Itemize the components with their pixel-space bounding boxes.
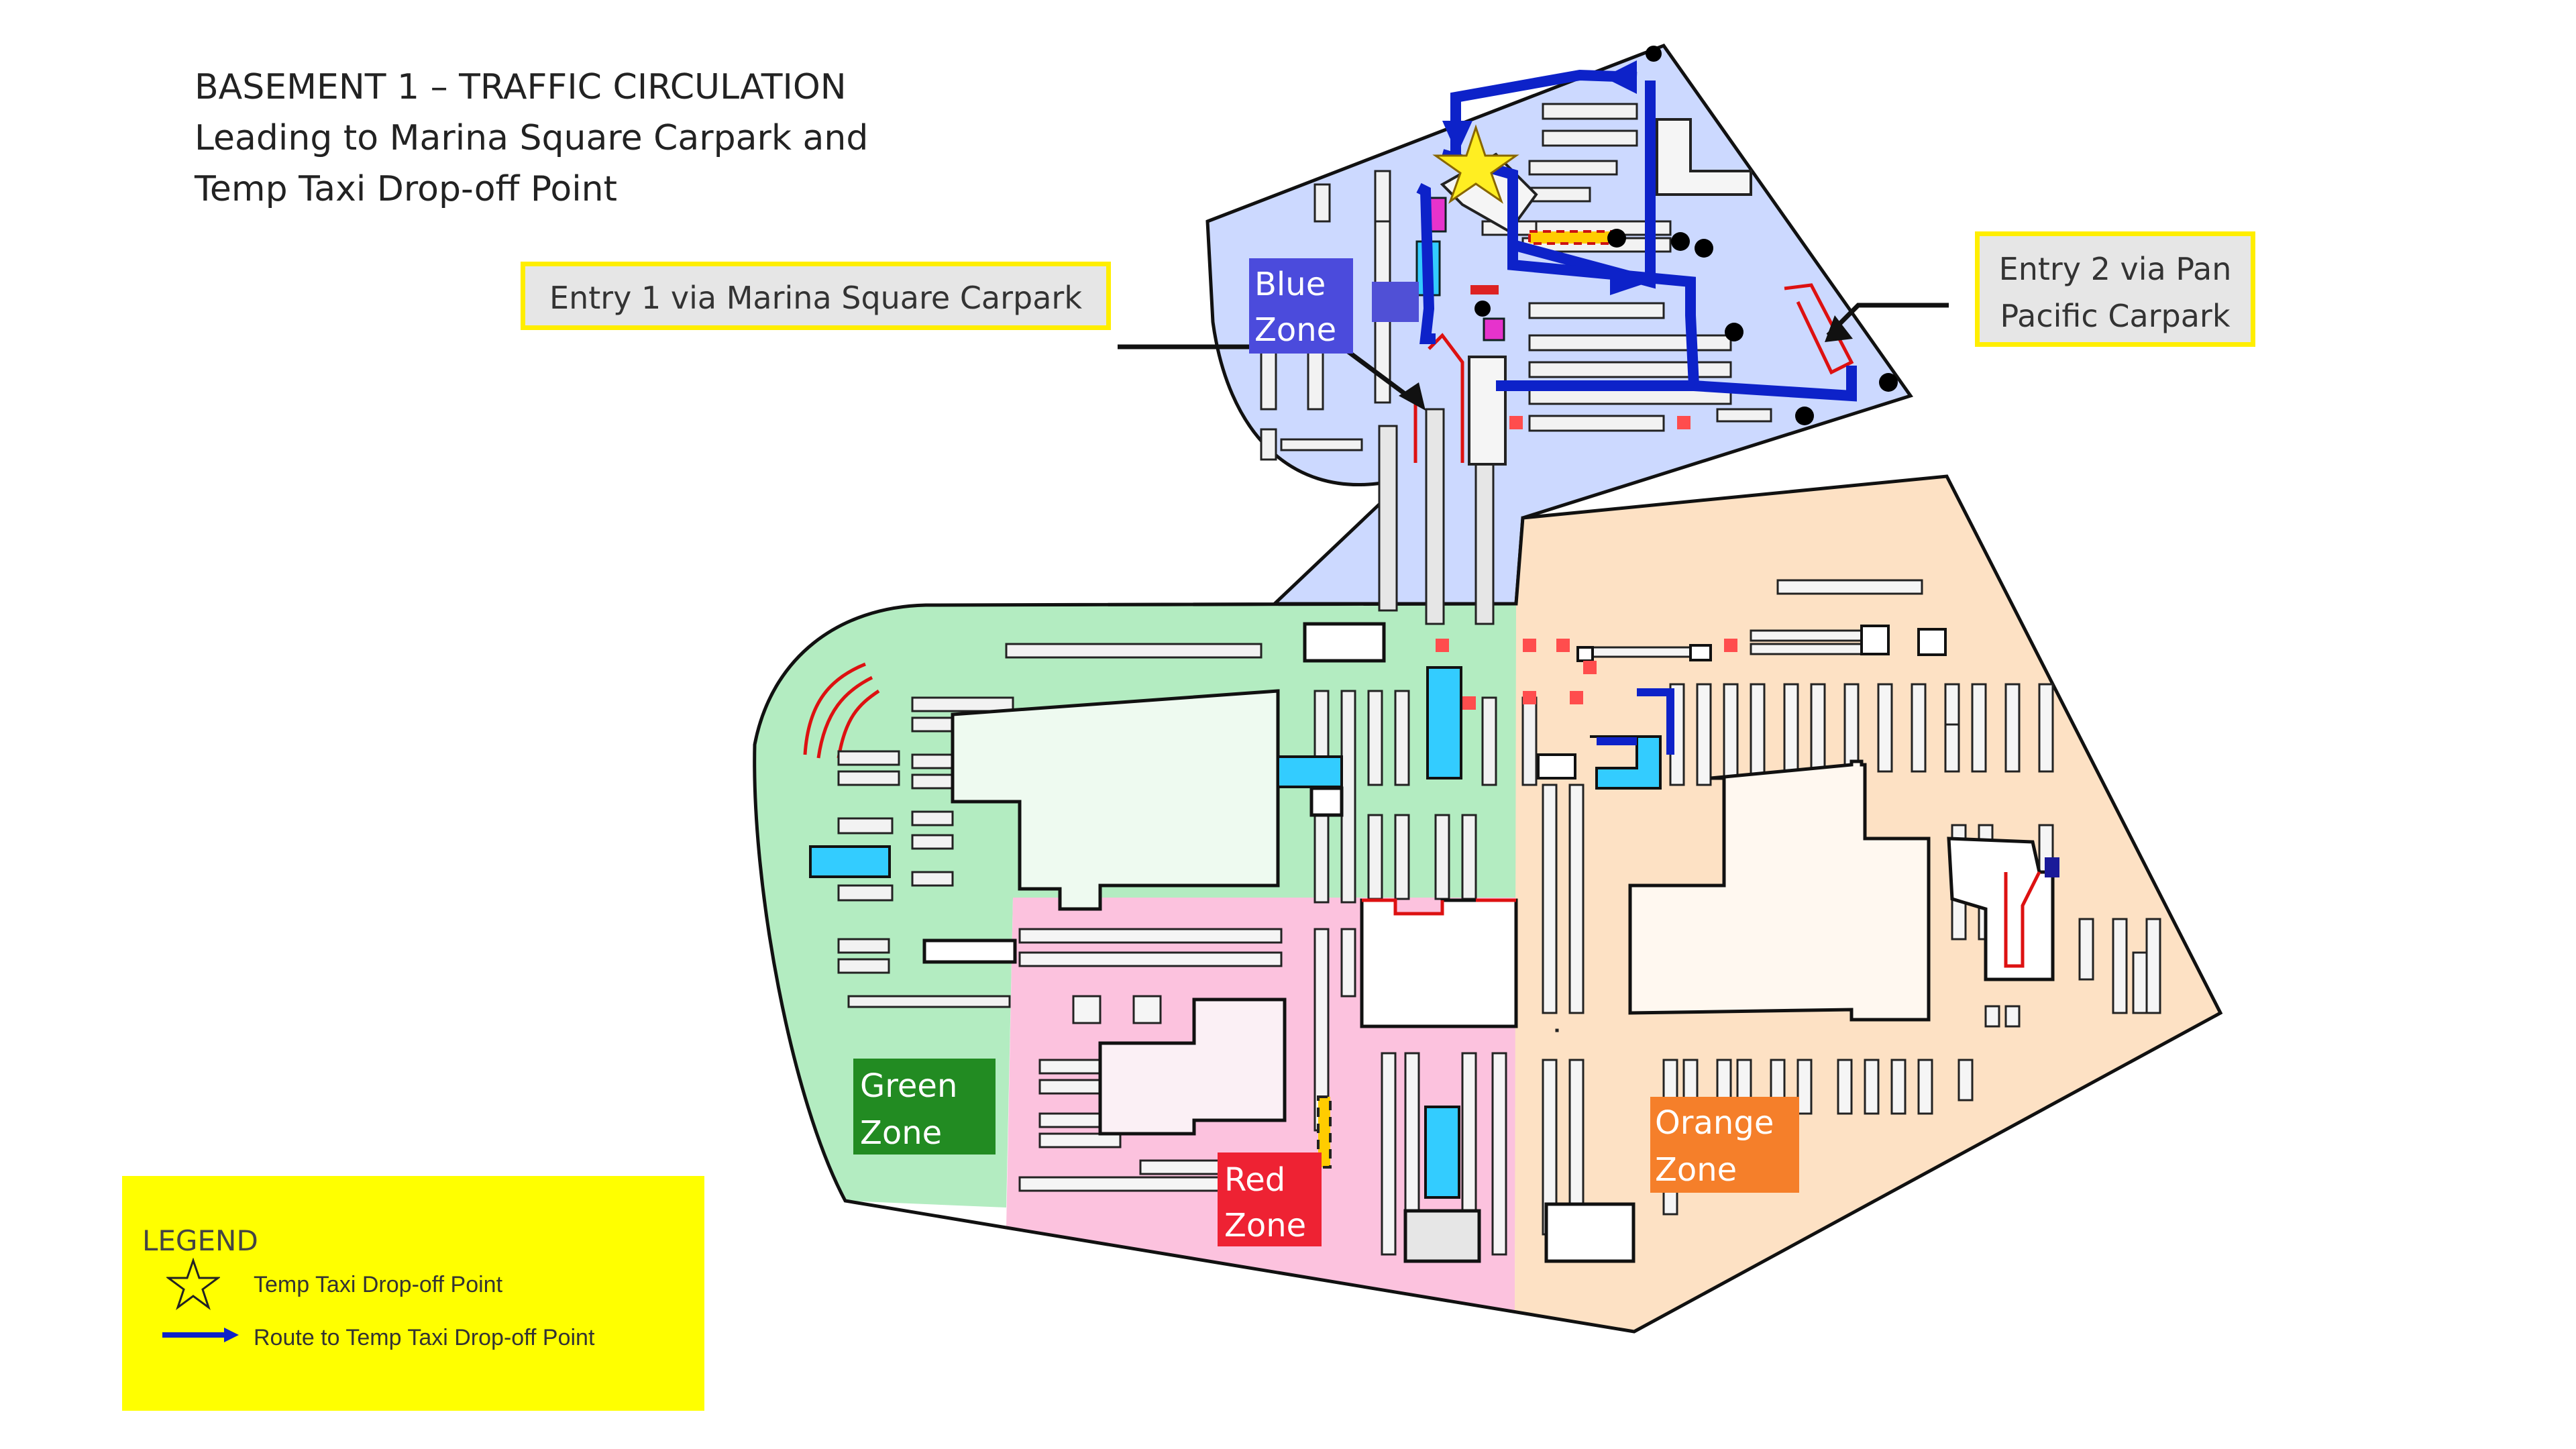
red-zone-cyan-block	[1424, 1106, 1460, 1199]
gate-red	[1470, 285, 1499, 294]
green-zone-label-bg	[853, 1059, 996, 1155]
blue-zone-label-bg	[1249, 258, 1353, 354]
orange-zone-white-block	[1860, 625, 1890, 655]
ramp-markings	[803, 283, 1854, 759]
blue-zone-l-block	[1656, 118, 1752, 196]
orange-zone-label-bg	[1650, 1097, 1799, 1193]
orange-zone-white-block	[1689, 644, 1712, 661]
orange-zone-white-block	[1537, 753, 1576, 780]
taxi-dropoff-star-icon	[1432, 124, 1519, 204]
blue-zone-label-line1: Blue	[1254, 266, 1326, 303]
route-arrowhead	[1610, 268, 1650, 295]
route-arrow-icon	[162, 1328, 239, 1342]
red-markers	[1436, 416, 1737, 710]
green-zone-cyan-block	[809, 845, 891, 878]
red-zone-label-line1: Red	[1224, 1161, 1285, 1199]
orange-zone-l-block-cyan	[1590, 735, 1662, 790]
legend-route-label: Route to Temp Taxi Drop-off Point	[254, 1325, 595, 1350]
orange-zone-white-block	[1544, 1202, 1635, 1263]
green-zone-label-line1: Green	[860, 1067, 957, 1105]
entry1-arrowhead	[1399, 382, 1426, 411]
entry2-callout: Entry 2 via Pan Pacific Carpark	[1975, 231, 2255, 347]
central-white-block-trim	[1362, 898, 1516, 916]
red-zone-parking	[1018, 928, 1507, 1256]
map-title: BASEMENT 1 – TRAFFIC CIRCULATION Leading…	[195, 62, 868, 215]
blue-zone-label-line2: Zone	[1254, 311, 1336, 349]
green-zone-white-block	[1303, 622, 1386, 663]
title-line-3: Temp Taxi Drop-off Point	[195, 169, 617, 209]
red-zone-l-block	[1403, 1209, 1481, 1263]
title-line-1: BASEMENT 1 – TRAFFIC CIRCULATION	[195, 67, 847, 107]
orange-zone-building	[1628, 759, 1931, 1022]
star-icon	[166, 1258, 220, 1311]
entry2-label-line1: Entry 2 via Pan	[1998, 251, 2232, 287]
door-blue-box	[1372, 282, 1419, 322]
orange-zone-dark-marker	[2045, 857, 2059, 877]
entry2-label-line2: Pacific Carpark	[2000, 298, 2231, 334]
entry2-arrowhead	[1825, 315, 1853, 342]
entry1-callout: Entry 1 via Marina Square Carpark	[521, 262, 1111, 330]
legend-star-label: Temp Taxi Drop-off Point	[254, 1272, 503, 1297]
orange-zone-white-block	[1576, 646, 1594, 662]
red-zone-building	[1098, 998, 1287, 1136]
green-zone-label-line2: Zone	[860, 1114, 942, 1152]
orange-zone-l-block	[1947, 837, 2055, 981]
orange-zone-l-block-trim	[2004, 871, 2041, 968]
central-cyan-block	[1426, 666, 1462, 780]
red-zone-label-bg	[1218, 1152, 1322, 1246]
orange-zone-l-block-route	[1597, 688, 1674, 755]
red-zone-hatched-block	[1317, 1095, 1332, 1169]
entry1-label: Entry 1 via Marina Square Carpark	[549, 280, 1082, 316]
red-zone-label-line2: Zone	[1224, 1207, 1306, 1244]
legend: LEGEND Temp Taxi Drop-off Point Route to…	[122, 1176, 704, 1411]
green-zone-white-block	[1309, 786, 1344, 817]
orange-zone-label-line1: Orange	[1655, 1104, 1774, 1142]
corridor-lane	[1378, 425, 1398, 612]
orange-zone-label-line2: Zone	[1655, 1151, 1737, 1189]
payment-kiosks	[1474, 46, 1898, 425]
green-zone-white-block	[922, 938, 1017, 964]
orange-zone-white-block	[1917, 628, 1947, 656]
blue-zone-tall-block	[1468, 356, 1507, 466]
central-white-block	[1360, 898, 1518, 1028]
corridor-lane	[1425, 408, 1445, 625]
blue-zone-parking	[1260, 103, 1772, 461]
orange-zone-parking	[1542, 579, 2161, 1236]
site-outline	[753, 474, 2223, 1334]
green-zone-cyan-block	[1277, 755, 1343, 788]
green-zone-building	[951, 689, 1280, 911]
legend-title: LEGEND	[142, 1224, 258, 1257]
blue-zone-magenta-block-small	[1483, 317, 1505, 341]
title-line-2: Leading to Marina Square Carpark and	[195, 118, 869, 158]
route-arrowhead	[1442, 121, 1472, 154]
route-arrowhead	[1603, 60, 1637, 94]
barrier-hatched	[1528, 230, 1618, 245]
